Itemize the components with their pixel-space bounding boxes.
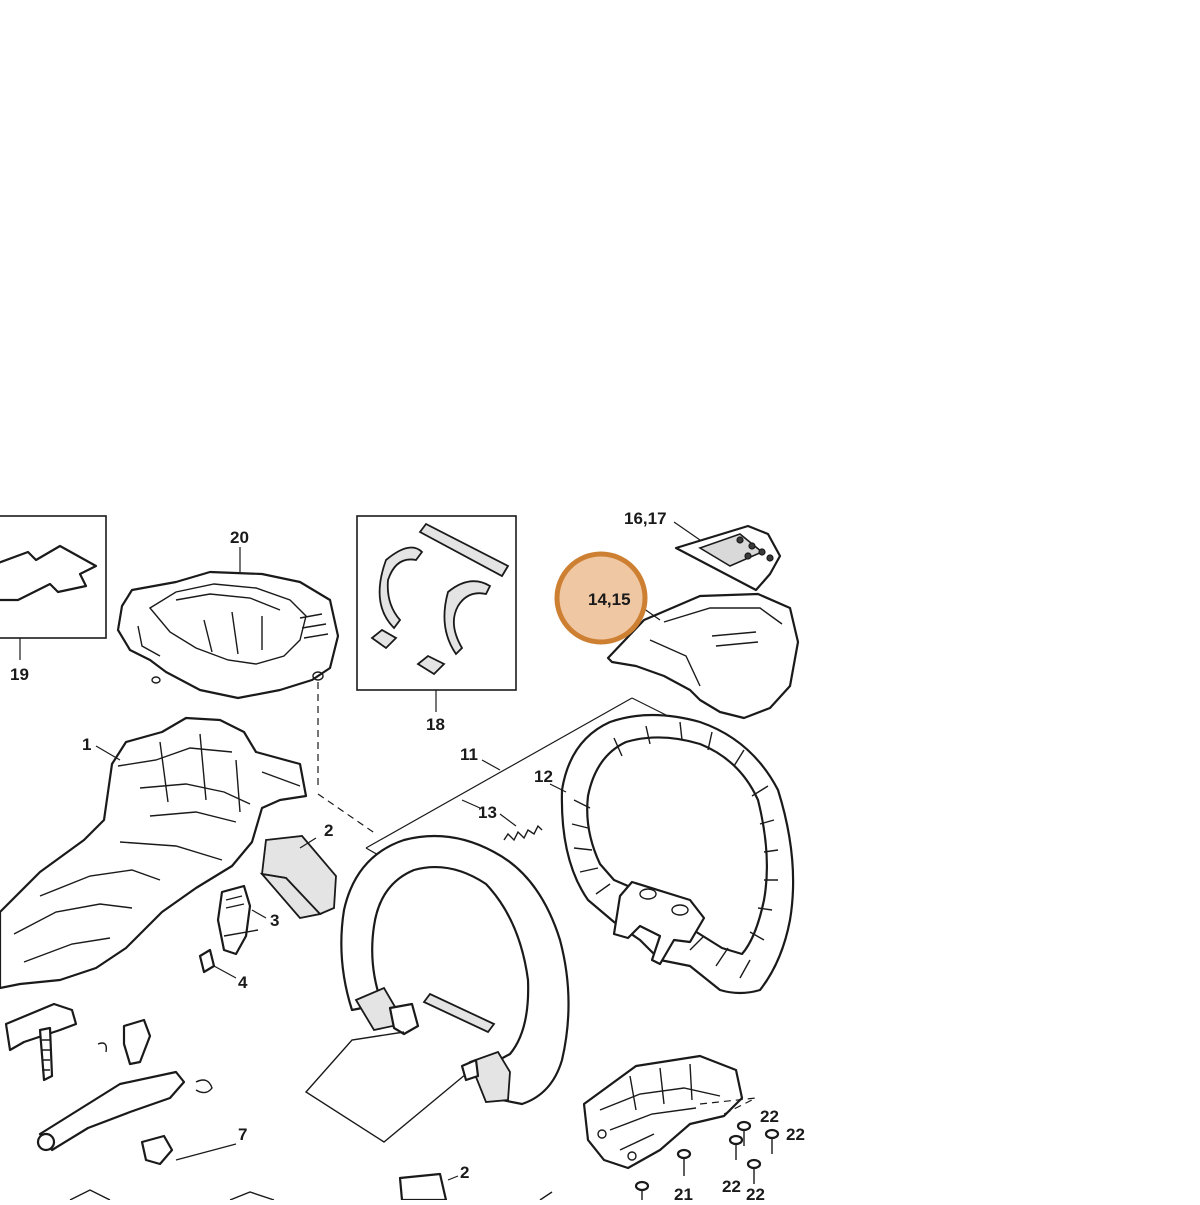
part-20-shroud — [116, 547, 377, 835]
screw-22-d — [746, 1158, 762, 1184]
screw-21 — [676, 1148, 692, 1176]
callout-20: 20 — [230, 528, 249, 547]
callout-14-15[interactable]: 14,15 — [588, 590, 631, 609]
callout-12: 12 — [534, 767, 553, 786]
callout-22-d: 22 — [746, 1185, 765, 1200]
part-14-15-handle-cover — [606, 592, 800, 720]
screw-22-a — [736, 1120, 752, 1146]
callout-22-b: 22 — [786, 1125, 805, 1144]
part-3-throttle-lock — [216, 884, 267, 956]
highlight-marker[interactable] — [554, 551, 648, 645]
callout-19: 19 — [10, 665, 29, 684]
callout-3: 3 — [270, 911, 279, 930]
callout-2-lower: 2 — [460, 1163, 469, 1182]
part-19-gasket-box — [0, 515, 107, 660]
screw-22-b — [764, 1128, 780, 1154]
callout-18: 18 — [426, 715, 445, 734]
part-18-foam-kit-box — [356, 515, 517, 712]
callout-7: 7 — [238, 1125, 247, 1144]
part-16-17-decal — [673, 521, 782, 592]
part-12-handle-frame — [549, 713, 795, 995]
callout-22-c: 22 — [722, 1177, 741, 1196]
part-4-clip — [198, 948, 237, 979]
callout-1: 1 — [82, 735, 91, 754]
callout-16-17: 16,17 — [624, 509, 667, 528]
callout-21: 21 — [674, 1185, 693, 1200]
callout-2-upper: 2 — [324, 821, 333, 840]
screw-22-c — [728, 1134, 744, 1160]
part-base-plate-and-screws — [582, 1054, 780, 1200]
callout-13: 13 — [478, 803, 497, 822]
part-2-filter-pad-upper — [259, 835, 337, 919]
part-11-loop-handle — [304, 834, 570, 1143]
callout-11: 11 — [460, 745, 478, 764]
lower-left-components — [4, 1002, 553, 1202]
callout-4: 4 — [238, 973, 248, 992]
part-13-spring — [499, 813, 543, 842]
part-1-main-housing — [0, 716, 308, 990]
callout-22-a: 22 — [760, 1107, 779, 1126]
screw-21-lower — [634, 1180, 650, 1200]
